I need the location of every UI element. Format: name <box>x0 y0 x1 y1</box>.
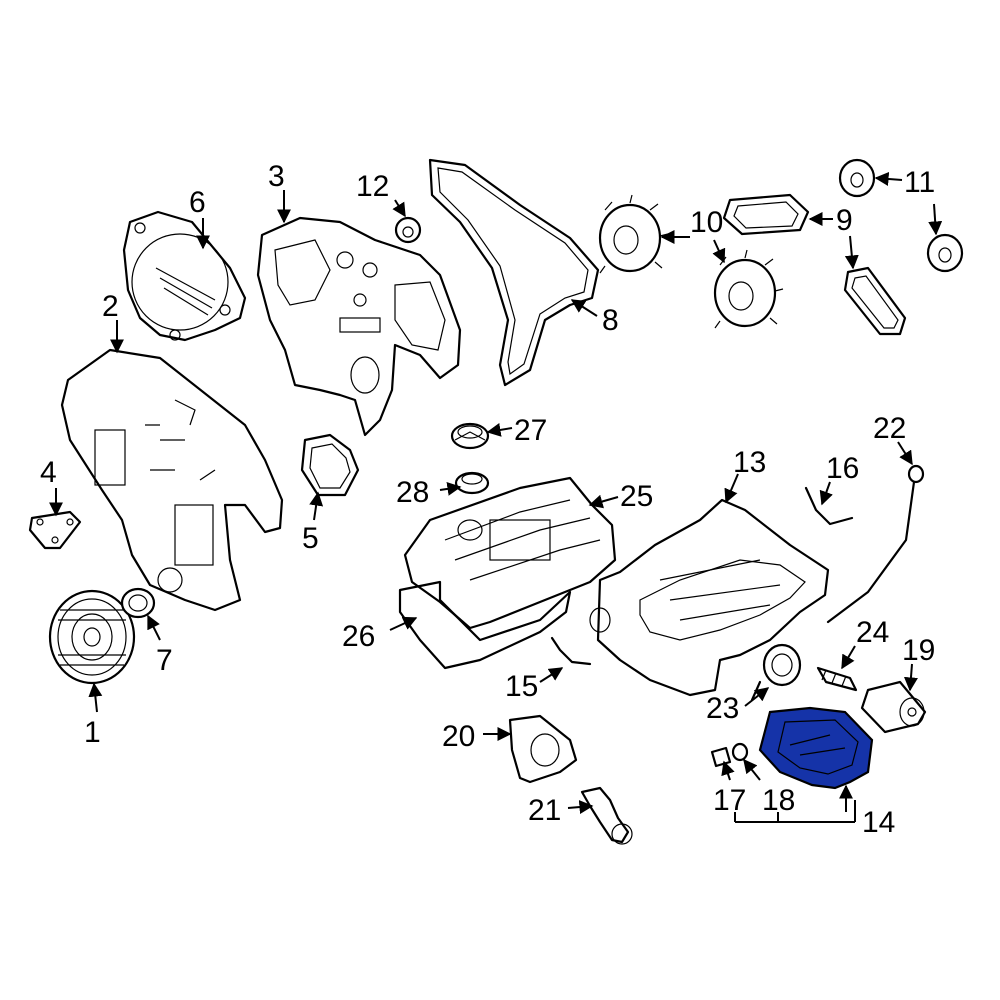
callout-19: 19 <box>902 634 935 667</box>
callout-18: 18 <box>762 784 795 817</box>
callout-1: 1 <box>84 716 101 749</box>
oil-strainer[interactable] <box>580 786 633 845</box>
callout-13: 13 <box>733 446 766 479</box>
idler-sprocket-upper[interactable] <box>838 158 876 198</box>
callout-17: 17 <box>713 784 746 817</box>
leader-24 <box>841 645 856 670</box>
leader-23 <box>744 687 770 707</box>
leader-5 <box>309 491 324 521</box>
oil-filler-cap-seal[interactable] <box>454 471 490 495</box>
leader-17 <box>721 760 735 781</box>
callout-20: 20 <box>442 720 475 753</box>
callout-4: 4 <box>40 456 57 489</box>
callout-11: 11 <box>904 166 935 199</box>
leader-8 <box>570 299 598 317</box>
cam-sprocket-upper[interactable] <box>598 194 669 274</box>
valve-cover-gasket[interactable] <box>398 580 572 670</box>
oil-filter[interactable] <box>860 680 927 734</box>
callout-24: 24 <box>856 616 889 649</box>
callout-21: 21 <box>528 794 561 827</box>
water-pump-gasket[interactable] <box>300 433 360 497</box>
leader-15 <box>539 667 564 683</box>
callout-15: 15 <box>505 670 538 703</box>
crank-sprocket[interactable] <box>394 216 422 244</box>
leader-9b <box>844 235 859 270</box>
callout-10: 10 <box>690 206 723 239</box>
callout-22: 22 <box>873 412 906 445</box>
secondary-timing-chain-upper[interactable] <box>722 193 810 236</box>
callout-25: 25 <box>620 480 653 513</box>
crankshaft-pulley[interactable] <box>48 589 136 685</box>
callout-5: 5 <box>302 522 319 555</box>
leader-27 <box>486 423 513 437</box>
leader-28 <box>439 481 462 496</box>
dipstick-bracket[interactable] <box>804 486 854 526</box>
leader-10b <box>712 239 726 264</box>
callout-9: 9 <box>836 204 853 237</box>
leader-7 <box>147 614 161 641</box>
leader-1 <box>88 682 103 713</box>
valve-cover[interactable] <box>403 476 617 630</box>
oil-strainer-bracket[interactable] <box>550 636 592 666</box>
bracket-14 <box>734 800 856 823</box>
small-gasket[interactable] <box>28 510 82 550</box>
callout-7: 7 <box>156 644 173 677</box>
leader-18 <box>743 758 761 781</box>
oil-cooler-connector-bolt[interactable] <box>816 666 858 692</box>
idler-sprocket-lower[interactable] <box>926 233 964 273</box>
front-timing-cover[interactable] <box>60 348 284 612</box>
water-pump[interactable] <box>122 210 247 342</box>
leader-11b <box>928 203 943 236</box>
callout-27: 27 <box>514 414 547 447</box>
callout-3: 3 <box>268 160 285 193</box>
leader-26 <box>389 616 418 631</box>
oil-cooler[interactable] <box>750 643 802 702</box>
leader-21 <box>567 800 594 815</box>
oil-filler-cap[interactable] <box>450 422 490 450</box>
cam-sprocket-lower[interactable] <box>713 249 784 329</box>
callout-12: 12 <box>356 170 389 203</box>
secondary-timing-chain-lower[interactable] <box>843 266 907 336</box>
drain-plug-washer[interactable] <box>731 742 749 762</box>
callout-2: 2 <box>102 290 119 323</box>
leader-12 <box>392 199 406 218</box>
drain-plug[interactable] <box>710 746 732 768</box>
timing-chain[interactable] <box>428 158 600 387</box>
oil-pump[interactable] <box>508 714 578 784</box>
leader-22 <box>897 441 913 466</box>
callout-23: 23 <box>706 692 739 725</box>
callout-26: 26 <box>342 620 375 653</box>
lower-oil-pan[interactable] <box>758 706 874 790</box>
leader-16 <box>819 481 833 506</box>
callout-28: 28 <box>396 476 429 509</box>
leader-13 <box>724 473 739 504</box>
front-crank-seal[interactable] <box>120 587 156 619</box>
callout-16: 16 <box>826 452 859 485</box>
callout-8: 8 <box>602 304 619 337</box>
leader-11a <box>874 171 903 186</box>
callout-6: 6 <box>189 186 206 219</box>
oil-dipstick[interactable] <box>826 464 925 624</box>
callout-14: 14 <box>862 806 895 839</box>
leader-25 <box>588 494 619 509</box>
inner-timing-cover[interactable] <box>256 216 462 437</box>
upper-oil-pan[interactable] <box>589 498 830 697</box>
leader-19 <box>903 663 918 692</box>
